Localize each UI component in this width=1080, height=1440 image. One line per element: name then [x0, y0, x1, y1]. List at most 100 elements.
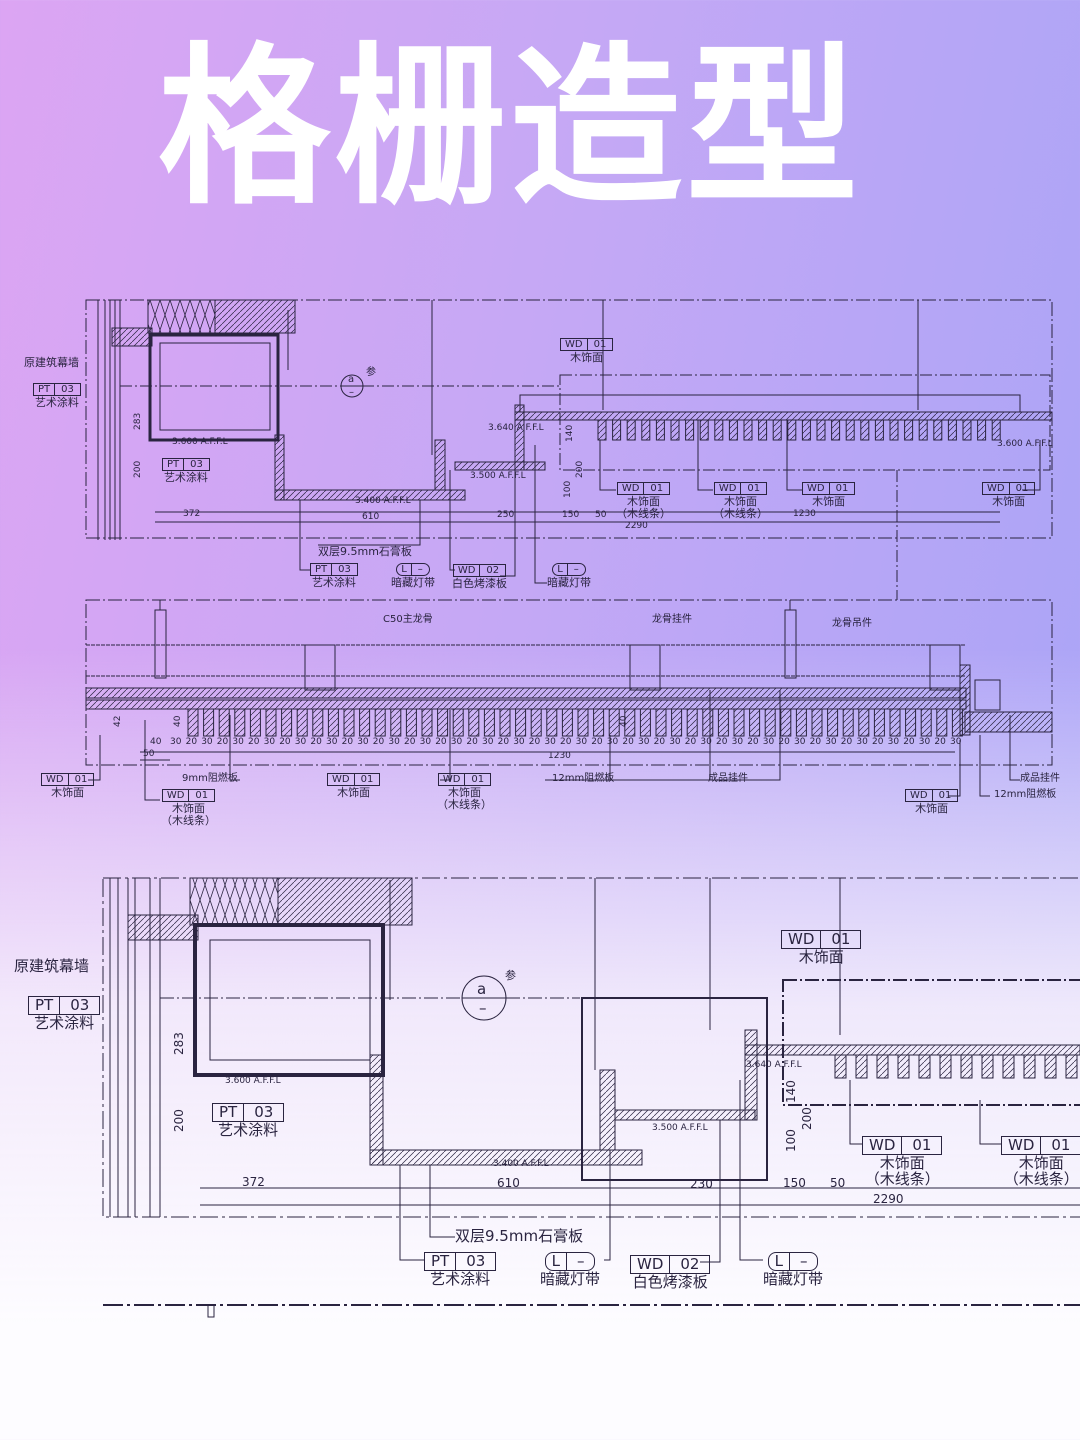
- grating-slat: [405, 708, 417, 737]
- material-number: 01: [820, 931, 860, 948]
- slat-spacing-value: 30: [513, 737, 525, 747]
- dimension-value: 200: [133, 460, 143, 478]
- material-number: –: [565, 1253, 595, 1270]
- grating-slat: [699, 419, 709, 441]
- material-caption: 木饰面 （木线条）: [1003, 1154, 1079, 1188]
- dimension-value: 283: [172, 1032, 186, 1055]
- grating-slat: [515, 708, 527, 737]
- material-caption: 艺术涂料: [430, 1270, 491, 1288]
- level-mark: 3.640 A.F.F.L: [488, 423, 544, 433]
- material-caption: 木饰面: [915, 802, 949, 815]
- grating-slat: [858, 708, 870, 737]
- grating-slat: [981, 1054, 994, 1079]
- grating-slat: [655, 419, 665, 441]
- section-mark-letter: a: [348, 374, 355, 385]
- grating-slat: [281, 708, 293, 737]
- material-code: WD: [1008, 1136, 1035, 1154]
- dimension-value: 150: [562, 510, 580, 520]
- grating-slat: [702, 708, 714, 737]
- callout-label: C50主龙骨: [383, 614, 433, 625]
- material-code: PT: [219, 1103, 238, 1121]
- grating-slat: [641, 419, 651, 441]
- material-number: 03: [243, 1104, 283, 1121]
- material-code: WD: [457, 565, 476, 576]
- slat-spacing-value: 30: [357, 737, 369, 747]
- curtain-wall-label: 原建筑幕墙: [14, 957, 90, 975]
- grating-slat: [780, 708, 792, 737]
- material-caption: 木饰面: [812, 495, 846, 508]
- grating-slat: [936, 708, 948, 737]
- material-caption: 艺术涂料: [163, 471, 208, 484]
- grating-slat: [947, 419, 957, 441]
- material-caption: 暗藏灯带: [391, 576, 435, 589]
- material-number: 03: [59, 997, 99, 1014]
- dimension-value: 2290: [625, 521, 648, 531]
- dimension-value: 610: [362, 512, 380, 522]
- grating-slat: [772, 419, 782, 441]
- material-number: –: [788, 1253, 818, 1270]
- material-code: WD: [166, 790, 185, 801]
- grating-slat: [827, 708, 839, 737]
- slat-spacing-value: 30: [232, 737, 244, 747]
- grating-slat: [390, 708, 402, 737]
- grating-slat: [670, 419, 680, 441]
- level-mark: 3.500 A.F.F.L: [470, 471, 526, 481]
- material-caption: 艺术涂料: [311, 576, 356, 589]
- grating-slat: [831, 419, 841, 441]
- material-caption: 木饰面: [798, 948, 844, 966]
- slat-spacing-value: 30: [887, 737, 900, 747]
- grating-slat: [764, 708, 776, 737]
- grating-slat: [918, 419, 928, 441]
- material-caption: 木饰面: [51, 786, 85, 799]
- material-number: 01: [586, 339, 613, 350]
- grating-slat: [749, 708, 761, 737]
- material-code: WD: [807, 483, 825, 494]
- material-number: 01: [643, 483, 669, 494]
- dimension-value: 50: [830, 1176, 846, 1190]
- material-caption: 艺术涂料: [218, 1121, 279, 1139]
- dimension-value: 1230: [793, 509, 816, 519]
- material-number: –: [566, 564, 585, 575]
- grating-slat: [801, 419, 811, 441]
- slat-spacing-value: 20: [248, 737, 260, 747]
- dimension-value: 140: [565, 424, 575, 442]
- callout-label: 龙骨吊件: [832, 618, 872, 629]
- material-caption: 木饰面: [570, 351, 604, 364]
- bottom-section-detail: [102, 877, 1080, 1318]
- material-code: L: [401, 564, 407, 575]
- material-code: WD: [442, 774, 461, 785]
- grating-slat: [918, 1054, 931, 1079]
- material-code: WD: [869, 1136, 896, 1154]
- section-mark-ref: 参: [366, 367, 376, 378]
- material-number: 03: [54, 384, 80, 395]
- slat-spacing-value: 20: [216, 737, 229, 747]
- dimension-value: 1230: [548, 751, 571, 761]
- grating-slat: [889, 708, 901, 737]
- grating-slat: [1002, 1054, 1015, 1079]
- material-number: 01: [464, 774, 490, 785]
- top-grating-slats: [597, 419, 1001, 441]
- grating-slat: [977, 419, 987, 441]
- dimension-value: 40: [173, 715, 183, 727]
- material-number: 03: [455, 1253, 495, 1270]
- gypsum-board-label: 双层9.5mm石膏板: [318, 545, 412, 558]
- slat-spacing-value: 30: [856, 737, 868, 747]
- grating-slat: [468, 708, 480, 737]
- grating-slat: [933, 419, 943, 441]
- slat-spacing-value: 20: [653, 737, 666, 747]
- dimension-value: 372: [242, 1175, 265, 1189]
- dimension-value: 50: [595, 510, 607, 520]
